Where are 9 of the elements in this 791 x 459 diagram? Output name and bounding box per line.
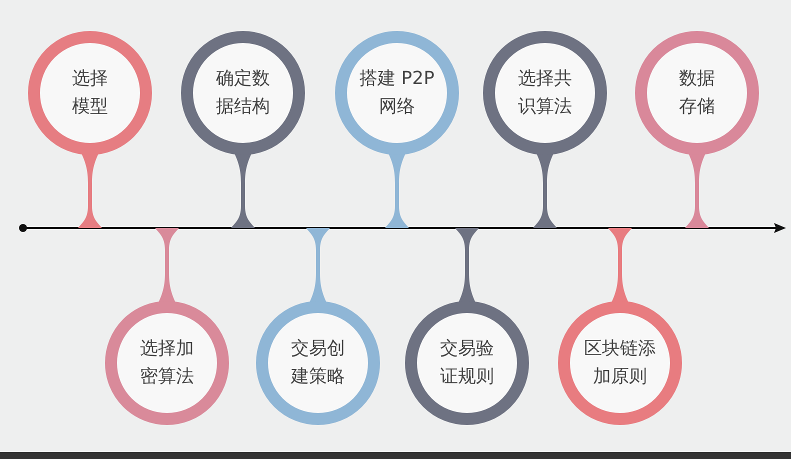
step-label: 区块链添加原则 [583,337,657,389]
step-label: 交易创建策略 [290,337,346,389]
step-label: 选择共识算法 [517,67,573,119]
step-label: 选择模型 [71,67,109,119]
step-label: 交易验证规则 [439,337,495,389]
step-label: 选择加密算法 [139,337,195,389]
step-label: 确定数据结构 [215,67,271,119]
step-label: 数据存储 [678,67,716,119]
step-label: 搭建 P2P网络 [358,67,436,119]
